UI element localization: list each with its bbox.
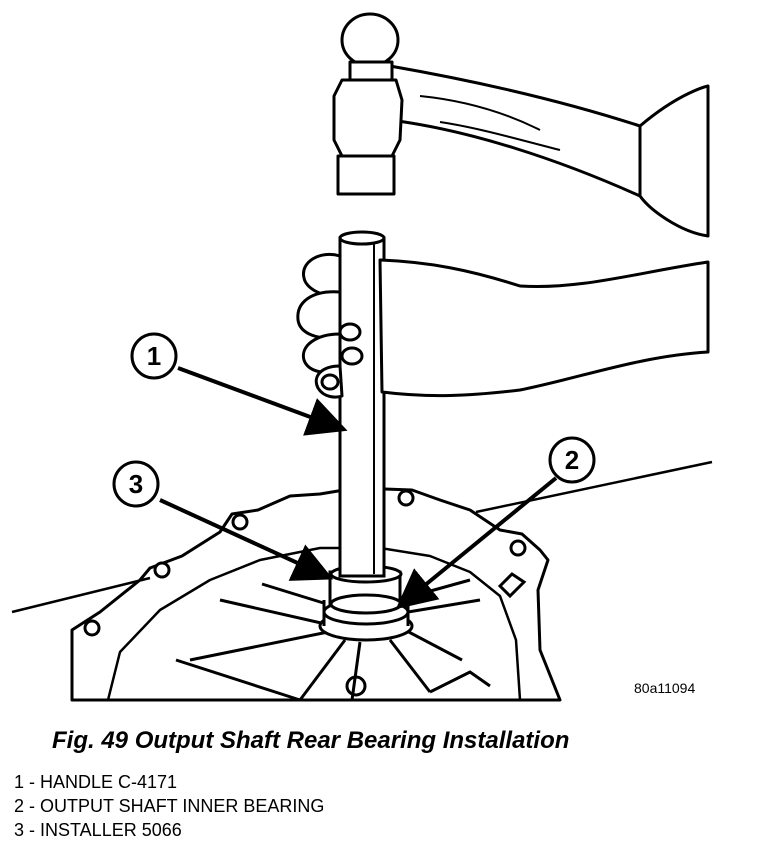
callout-3: 3 xyxy=(112,460,160,508)
leader-1 xyxy=(177,366,348,436)
legend-item-2: 2 - OUTPUT SHAFT INNER BEARING xyxy=(14,796,325,816)
handle-c4171 xyxy=(338,230,386,578)
legend-item-1: 1 - HANDLE C-4171 xyxy=(14,772,178,792)
legend-item-3: 3 - INSTALLER 5066 xyxy=(14,820,182,840)
legend-list: 1 - HANDLE C-4171 2 - OUTPUT SHAFT INNER… xyxy=(14,770,324,842)
callout-1-label: 1 xyxy=(147,341,161,371)
callout-2-label: 2 xyxy=(565,445,579,475)
callout-2: 2 xyxy=(548,436,596,484)
leader-3 xyxy=(159,498,334,581)
technical-illustration: 1 2 3 xyxy=(11,12,713,702)
figure-code: 80a11094 xyxy=(634,680,696,696)
figure-caption: Fig. 49 Output Shaft Rear Bearing Instal… xyxy=(52,727,570,754)
leader-2 xyxy=(395,476,558,610)
callout-leaders xyxy=(159,366,558,610)
gripping-hand xyxy=(296,253,710,399)
callout-1: 1 xyxy=(130,332,178,380)
ball-peen-hammer xyxy=(332,12,710,238)
callout-3-label: 3 xyxy=(129,469,143,499)
